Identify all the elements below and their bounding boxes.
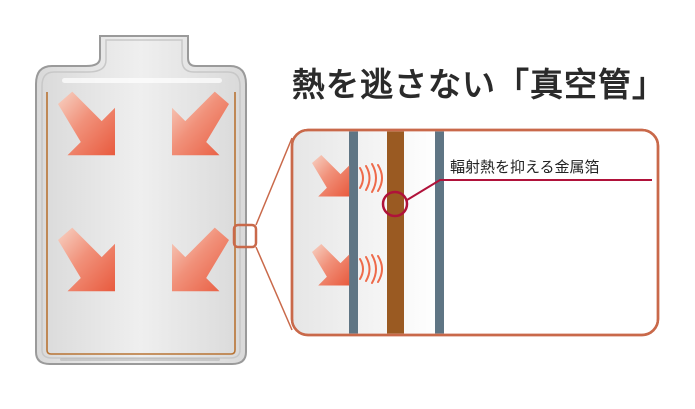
page-title: 熱を逃さない「真空管」 <box>292 65 666 104</box>
radiation-waves-icon <box>359 163 383 284</box>
bottle-foil-layer <box>46 92 236 355</box>
zoom-marker <box>232 223 258 249</box>
metal-foil <box>387 131 404 334</box>
bottle-outline <box>35 35 247 365</box>
inner-steel-wall <box>349 131 358 334</box>
bottle-inner-wall <box>41 39 241 359</box>
bottle <box>35 35 247 365</box>
zoom-connector-lines <box>255 137 293 331</box>
foil-highlight-circle <box>381 190 409 218</box>
foil-pointer <box>381 179 652 218</box>
outer-steel-wall <box>435 131 444 334</box>
foil-label: 輻射熱を抑える金属箔 <box>450 158 600 176</box>
